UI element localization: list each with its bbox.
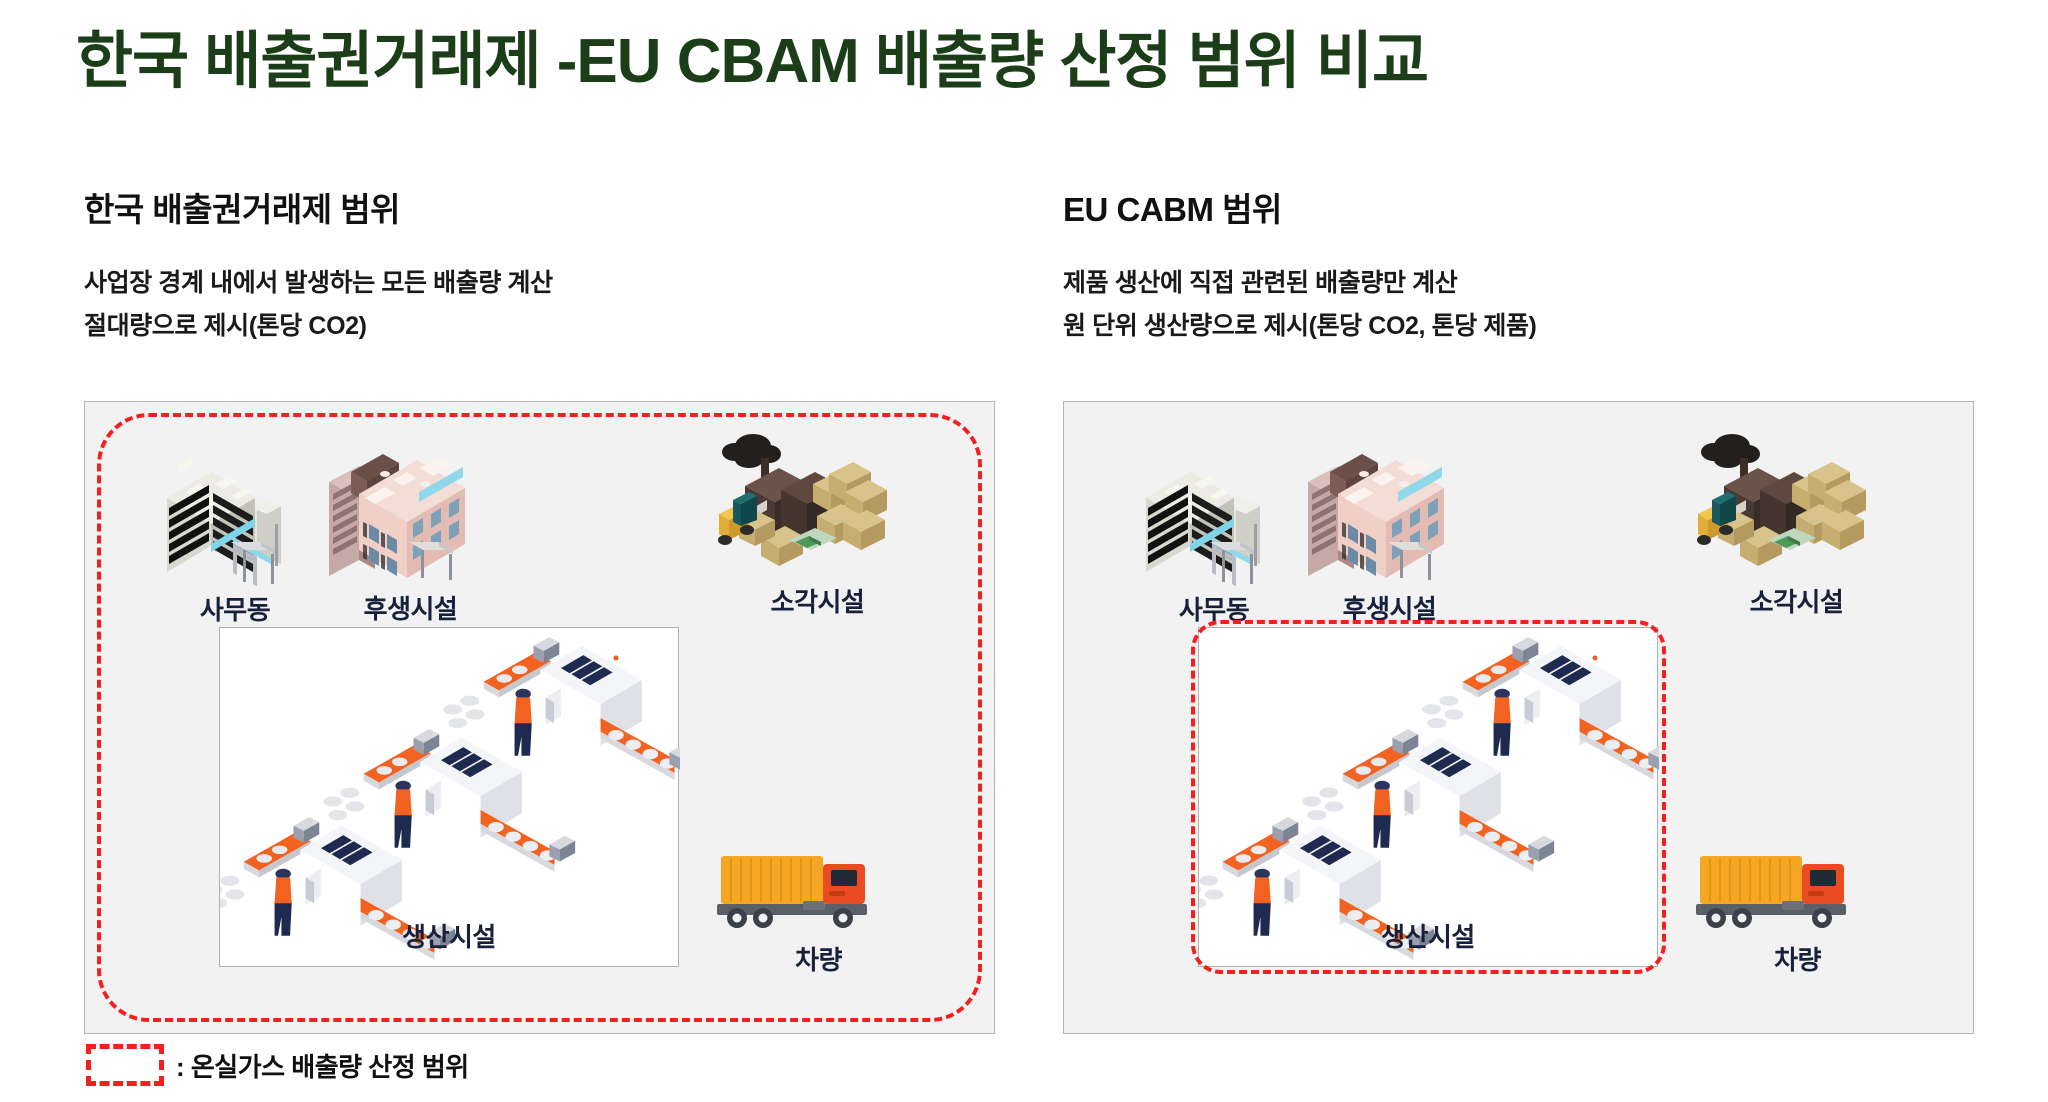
facility-label-office: 사무동 — [199, 595, 271, 625]
facility-label-production: 생산시설 — [402, 922, 496, 952]
office-building-icon — [1124, 438, 1304, 588]
facility-office-korea: 사무동 — [145, 438, 325, 627]
column-eu-cbam: EU CABM 범위 제품 생산에 직접 관련된 배출량만 계산 원 단위 생산… — [1063, 190, 1983, 348]
description-line: 원 단위 생산량으로 제시(톤당 CO2, 톤당 제품) — [1063, 311, 1537, 340]
description-line: 절대량으로 제시(톤당 CO2) — [84, 311, 367, 340]
production-facility-box-eu: 생산시설 — [1198, 627, 1659, 967]
facility-vehicle-eu: 차량 — [1690, 846, 1905, 977]
office-building-icon — [145, 438, 325, 588]
facility-label-incinerator: 소각시설 — [770, 587, 865, 617]
facility-label-office: 사무동 — [1178, 595, 1250, 625]
production-facility-box-korea: 생산시설 — [219, 627, 680, 967]
welfare-building-icon — [1292, 432, 1487, 587]
facility-label-vehicle: 차량 — [1774, 945, 1821, 975]
incinerator-icon — [1684, 430, 1909, 580]
facility-label-production: 생산시설 — [1381, 922, 1475, 952]
diagram-panel-eu: 사무동 — [1063, 401, 1974, 1034]
facility-incinerator-korea: 소각시설 — [705, 430, 930, 619]
column-heading-eu: EU CABM 범위 — [1063, 191, 1282, 228]
column-description-eu: 제품 생산에 직접 관련된 배출량만 계산 원 단위 생산량으로 제시(톤당 C… — [1063, 262, 1983, 348]
column-heading-korea: 한국 배출권거래제 범위 — [84, 191, 400, 228]
legend-dashed-swatch — [86, 1044, 164, 1086]
legend-label: : 온실가스 배출량 산정 범위 — [176, 1051, 469, 1082]
truck-icon — [1690, 846, 1905, 938]
facility-incinerator-eu: 소각시설 — [1684, 430, 1909, 619]
facility-label-welfare: 후생시설 — [363, 594, 458, 624]
welfare-building-icon — [313, 432, 508, 587]
description-line: 제품 생산에 직접 관련된 배출량만 계산 — [1063, 268, 1458, 297]
legend: : 온실가스 배출량 산정 범위 — [86, 1044, 469, 1086]
facility-vehicle-korea: 차량 — [711, 846, 926, 977]
facility-office-eu: 사무동 — [1124, 438, 1304, 627]
production-lines-icon — [1199, 637, 1659, 960]
facility-welfare-eu: 후생시설 — [1292, 432, 1487, 626]
page-title: 한국 배출권거래제 -EU CBAM 배출량 산정 범위 비교 — [76, 27, 1429, 96]
incinerator-icon — [705, 430, 930, 580]
description-line: 사업장 경계 내에서 발생하는 모든 배출량 계산 — [84, 268, 553, 297]
facility-label-welfare: 후생시설 — [1342, 594, 1437, 624]
diagram-panel-korea: 사무동 — [84, 401, 995, 1034]
column-korea-ets: 한국 배출권거래제 범위 사업장 경계 내에서 발생하는 모든 배출량 계산 절… — [84, 190, 1004, 348]
facility-welfare-korea: 후생시설 — [313, 432, 508, 626]
truck-icon — [711, 846, 926, 938]
production-lines-icon — [220, 637, 680, 960]
facility-label-incinerator: 소각시설 — [1749, 587, 1844, 617]
facility-label-vehicle: 차량 — [795, 945, 842, 975]
column-description-korea: 사업장 경계 내에서 발생하는 모든 배출량 계산 절대량으로 제시(톤당 CO… — [84, 262, 1004, 348]
